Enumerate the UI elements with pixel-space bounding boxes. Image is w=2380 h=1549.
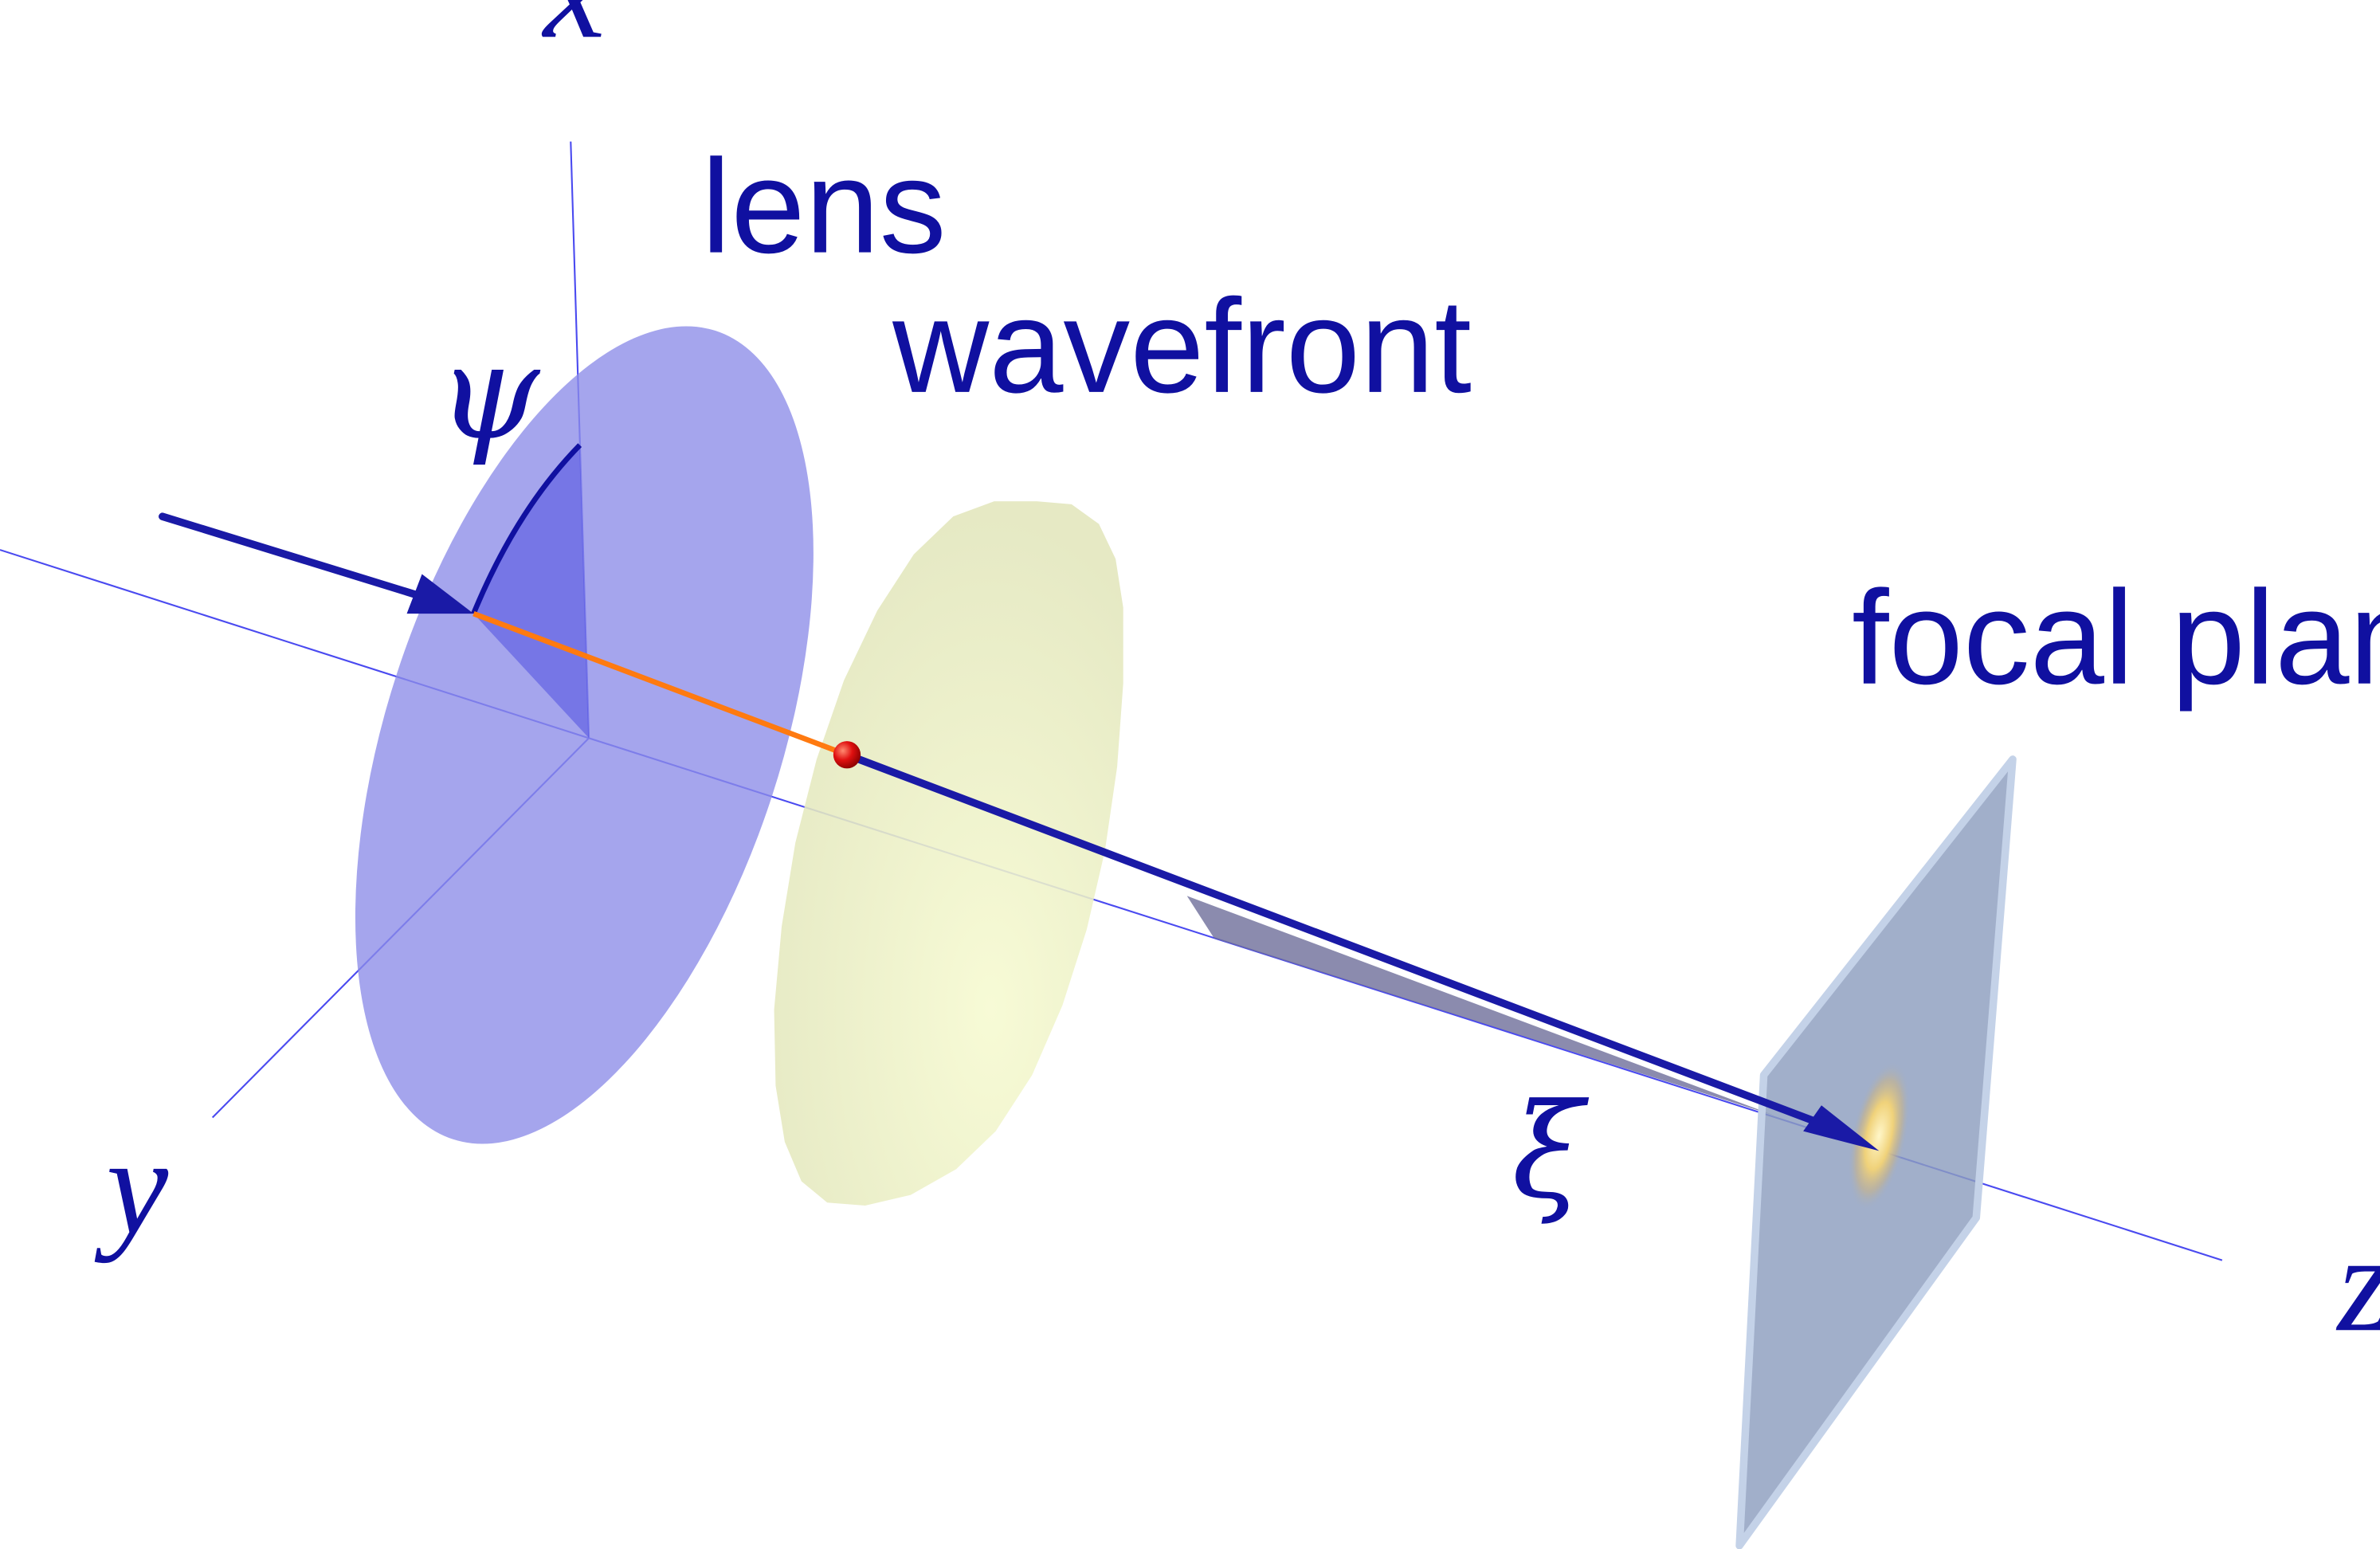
xi-label: ξ (1512, 1076, 1589, 1228)
focal-spot (1848, 1061, 1911, 1210)
orange-segment (472, 610, 849, 758)
incoming-ray (159, 512, 432, 602)
wavefront-surface (774, 501, 1123, 1206)
wavefront-label: wavefront (892, 271, 1472, 421)
y-axis-label: y (94, 1108, 168, 1263)
outgoing-ray (843, 751, 1833, 1131)
incoming-ray-arrowhead (406, 574, 474, 614)
lens-disk (355, 326, 814, 1144)
psi-angle-wedge (473, 445, 590, 739)
focal-plane-label: focal plane (1852, 563, 2380, 712)
lens-label: lens (701, 131, 947, 281)
psi-angle-arc (471, 443, 582, 615)
ray-shadow (1186, 896, 1776, 1116)
x-axis-label: x (541, 0, 606, 67)
outgoing-ray-arrowhead (1803, 1105, 1880, 1151)
wavefront-point (833, 741, 861, 769)
psi-label: ψ (437, 316, 541, 469)
z-axis-label: z (2336, 1206, 2380, 1360)
